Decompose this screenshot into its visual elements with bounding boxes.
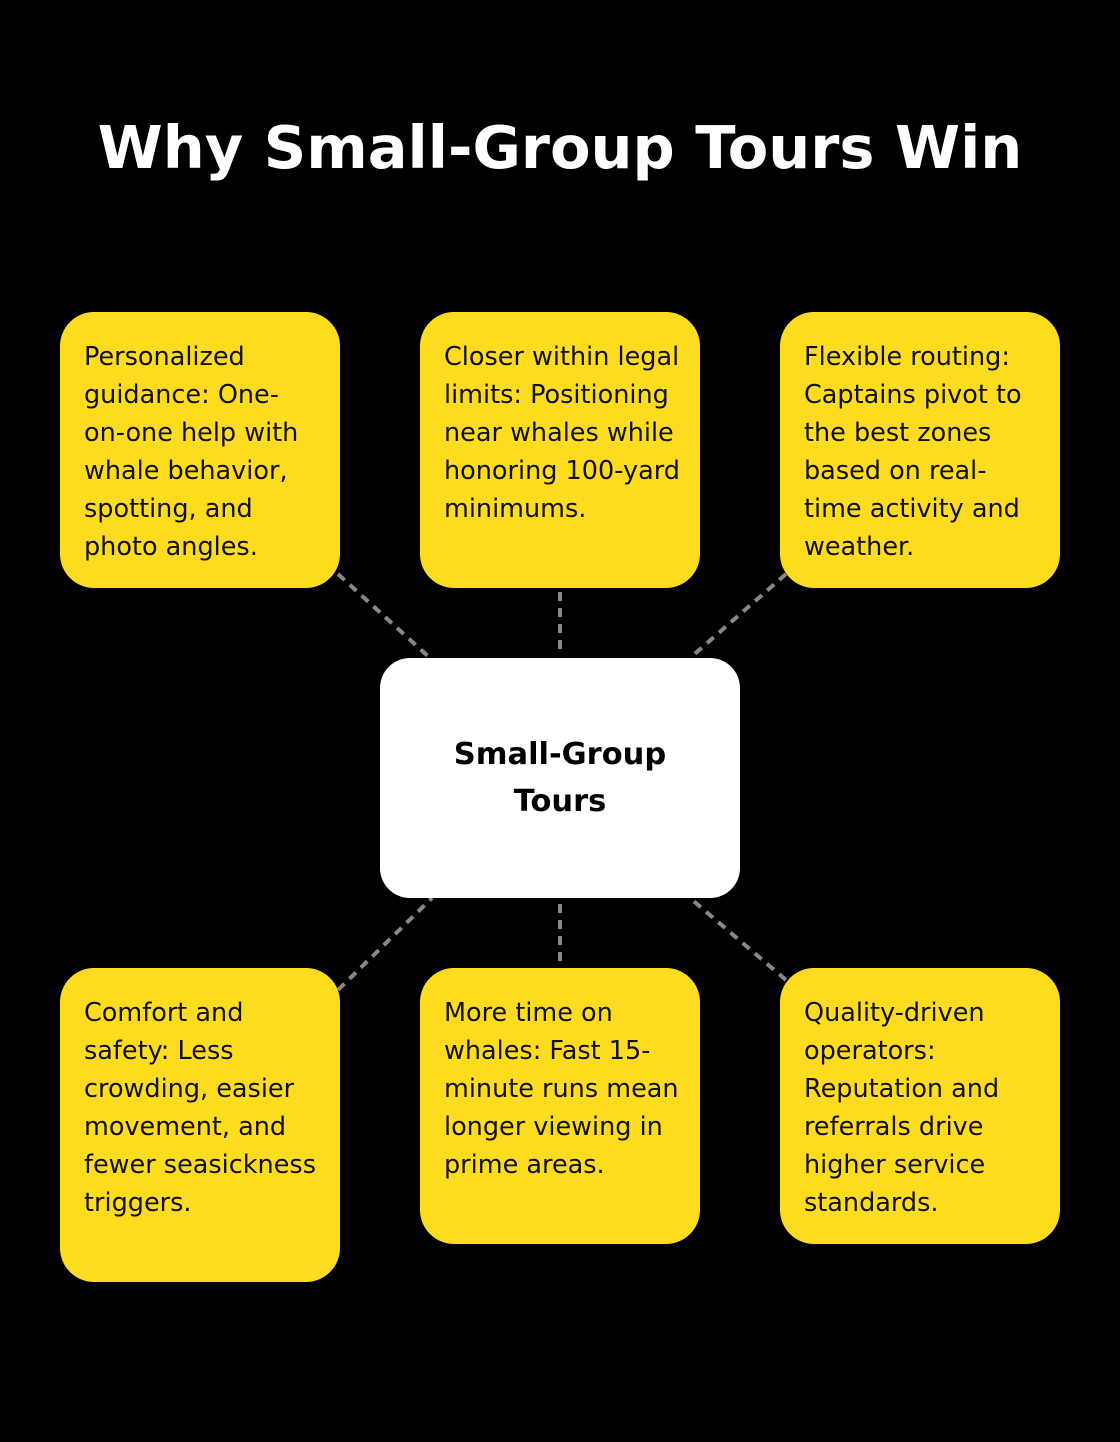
center-node-label: Small-Group Tours [453, 737, 667, 819]
benefit-card-quality-operators: Quality-driven operators: Reputation and… [780, 968, 1060, 1244]
benefit-card-more-time: More time on whales: Fast 15-minute runs… [420, 968, 700, 1244]
benefit-card-text: More time on whales: Fast 15-minute runs… [444, 998, 679, 1180]
connector-card-1 [336, 572, 432, 660]
connector-card-6 [688, 896, 788, 982]
page-title: Why Small-Group Tours Win [97, 113, 1023, 182]
benefit-card-text: Closer within legal limits: Positioning … [444, 342, 680, 524]
benefit-card-text: Quality-driven operators: Reputation and… [804, 998, 1000, 1218]
benefit-card-comfort-safety: Comfort and safety: Less crowding, easie… [60, 968, 340, 1282]
connector-card-3 [688, 572, 788, 660]
connector-card-4 [336, 896, 434, 992]
benefit-card-text: Comfort and safety: Less crowding, easie… [84, 998, 316, 1218]
benefit-card-personalized-guidance: Personalized guidance: One-on-one help w… [60, 312, 340, 588]
benefit-card-closer-within-limits: Closer within legal limits: Positioning … [420, 312, 700, 588]
benefit-card-flexible-routing: Flexible routing: Captains pivot to the … [780, 312, 1060, 588]
benefit-card-text: Personalized guidance: One-on-one help w… [84, 342, 299, 562]
benefit-card-text: Flexible routing: Captains pivot to the … [804, 342, 1022, 562]
center-node: Small-Group Tours [380, 658, 740, 898]
